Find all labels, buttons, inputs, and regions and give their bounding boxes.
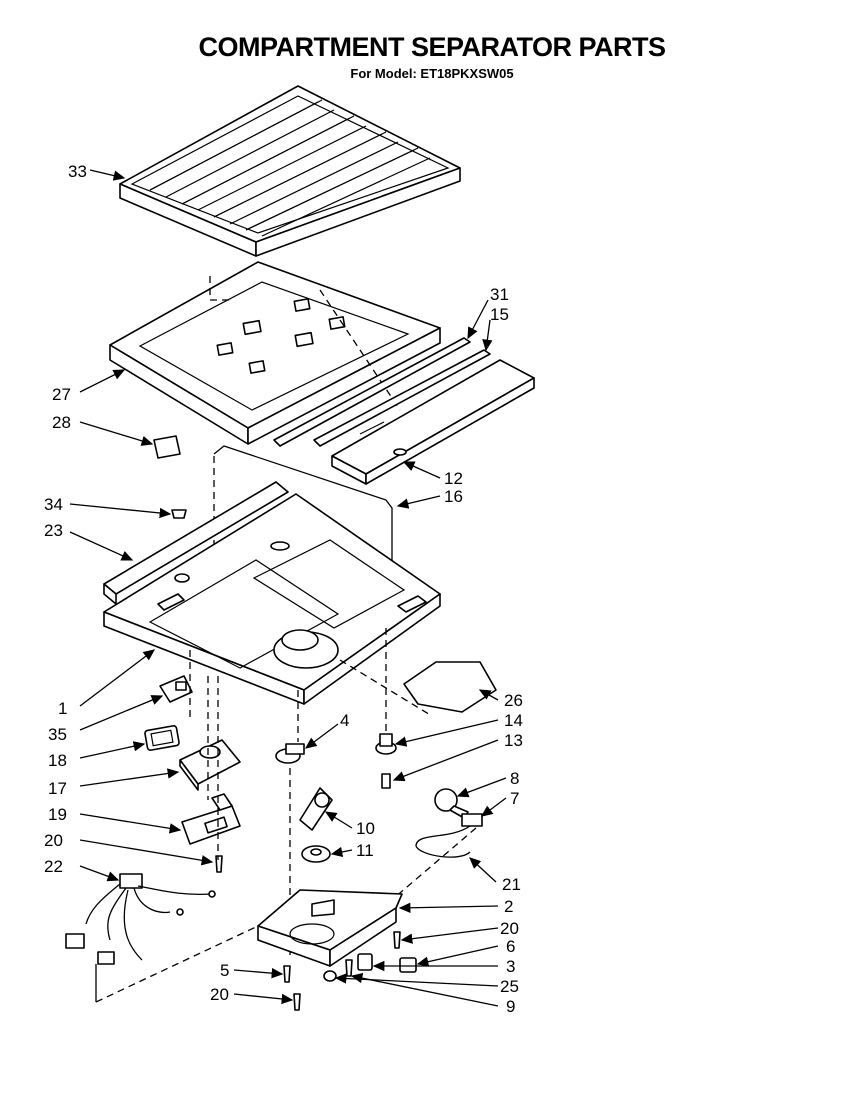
wire-part-16 [213, 445, 393, 622]
housing-part-2 [257, 889, 403, 967]
callout-20-middle: 20 [500, 919, 519, 938]
rail-part-31 [273, 337, 471, 447]
callout-13: 13 [504, 731, 523, 750]
housing-part-17 [179, 739, 241, 791]
screw-part-20-upper [215, 855, 223, 873]
callout-18: 18 [48, 751, 67, 770]
grommet-part-18 [144, 725, 180, 751]
callout-19: 19 [48, 805, 67, 824]
callout-10: 10 [356, 819, 375, 838]
callout-14: 14 [504, 711, 523, 730]
callout-35: 35 [48, 725, 67, 744]
knob-part-11 [301, 845, 331, 863]
fitting-part-4 [275, 743, 305, 764]
knob-part-14 [375, 733, 397, 755]
callout-33: 33 [68, 162, 87, 181]
insulation-part-26 [403, 661, 497, 713]
callout-31: 31 [490, 285, 509, 304]
callout-12: 12 [444, 469, 463, 488]
grille-shelf-part-33 [119, 85, 461, 257]
clip-part-28 [153, 435, 181, 459]
pin-part-13 [381, 773, 391, 789]
callout-22: 22 [44, 857, 63, 876]
callout-5: 5 [220, 961, 229, 980]
callout-15: 15 [490, 305, 509, 324]
leader-lines [69, 169, 507, 1007]
callout-labels: 33 31 15 27 28 12 16 34 23 1 35 18 17 19… [44, 162, 523, 1016]
callout-11: 11 [356, 841, 374, 860]
callout-27: 27 [52, 385, 71, 404]
callout-6: 6 [506, 937, 515, 956]
callout-26: 26 [504, 691, 523, 710]
callout-16: 16 [444, 487, 463, 506]
callout-4: 4 [340, 711, 349, 730]
screw-part-20-middle [393, 931, 401, 949]
switch-part-6 [399, 957, 417, 973]
separator-panel [103, 481, 441, 705]
callout-8: 8 [510, 769, 519, 788]
callout-20-upper: 20 [44, 831, 63, 850]
thermostat-part-10 [299, 787, 333, 831]
rail-part-12 [331, 359, 535, 485]
callout-34: 34 [44, 495, 63, 514]
separator-frame-part-27 [109, 261, 441, 445]
callout-28: 28 [52, 413, 71, 432]
switch-part-3 [357, 953, 373, 971]
callout-23: 23 [44, 521, 63, 540]
model-subtitle: For Model: ET18PKXSW05 [350, 66, 514, 81]
diagram-title: COMPARTMENT SEPARATOR PARTS [198, 32, 666, 62]
callout-9: 9 [506, 997, 515, 1016]
wire-part-21 [415, 825, 471, 858]
screw-part-34 [171, 509, 187, 519]
screw-part-20-lower [293, 993, 301, 1011]
callout-1: 1 [58, 699, 67, 718]
bracket-part-19 [181, 793, 241, 845]
wire-harness-part-22 [65, 873, 216, 965]
callout-3: 3 [506, 957, 515, 976]
callout-20-lower: 20 [210, 985, 229, 1004]
callout-21: 21 [502, 875, 521, 894]
rail-part-15 [313, 349, 491, 447]
socket-part-7 [461, 813, 483, 827]
callout-2: 2 [504, 897, 513, 916]
callout-7: 7 [510, 789, 519, 808]
screw-part-9 [345, 959, 353, 977]
callout-25: 25 [500, 977, 519, 996]
callout-17: 17 [48, 779, 67, 798]
plug-part-25 [323, 970, 337, 982]
screw-part-5 [283, 965, 291, 983]
